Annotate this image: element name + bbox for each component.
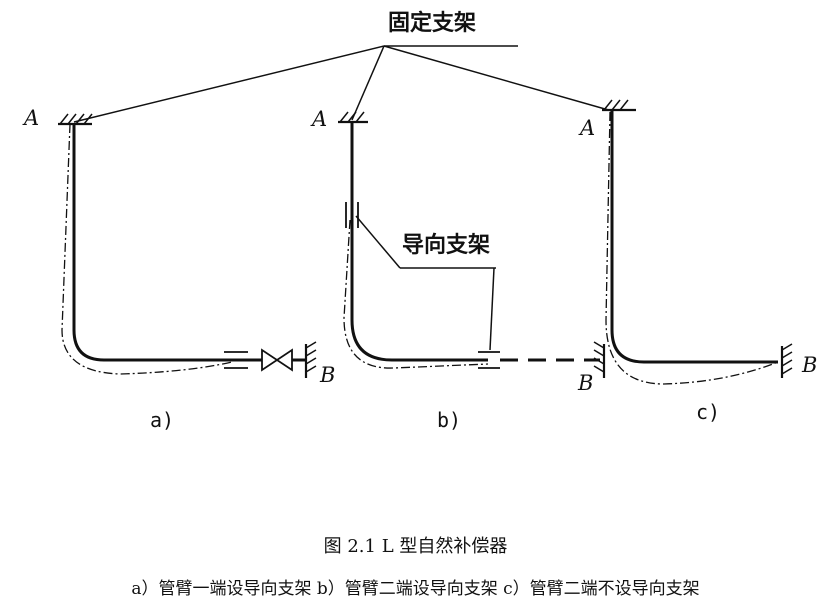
figure-subtitle: a）管臂一端设导向支架 b）管臂二端设导向支架 c）管臂二端不设导向支架 [131,579,700,599]
point-a-label: A [22,106,39,130]
panel-b: A B 导向支架 [310,107,606,432]
guide-support-symbol [345,202,359,228]
panel-c: A B c) [578,99,817,424]
point-b-label: B [577,371,593,395]
guide-leader-line [355,215,401,269]
fixed-anchor-symbol [780,343,793,378]
pipe-deformed [343,219,489,369]
pipe-original [350,122,488,362]
fixed-anchor-symbol [304,341,317,378]
guide-support-callout: 导向支架 [355,215,496,351]
pipe-original [72,124,232,362]
leader-line-a [73,45,385,123]
fixed-anchor-symbol [593,341,606,378]
panel-label: a) [150,408,174,432]
fixed-support-callout: 固定支架 [73,10,613,123]
pipe-deformed [61,123,233,375]
pipe-original [610,110,778,364]
guide-leader-line [489,267,495,351]
fixed-support-label: 固定支架 [388,10,476,36]
valve-icon [261,348,293,372]
pipe-deformed [605,111,779,385]
fixed-anchor-symbol [58,113,93,126]
panel-a: A B a) [22,106,335,432]
guide-support-label: 导向支架 [402,232,490,258]
panel-label: c) [696,400,720,424]
point-a-label: A [578,116,595,140]
guide-support-symbol [224,351,248,369]
fixed-anchor-symbol [602,99,636,112]
guide-support-symbol [478,351,500,369]
point-b-label: B [801,353,817,377]
leader-line-c [383,45,613,112]
panel-label: b) [437,408,461,432]
figure-title: 图 2.1 L 型自然补偿器 [323,536,508,557]
point-b-label: B [319,363,335,387]
leader-line-b [351,45,385,121]
point-a-label: A [310,107,327,131]
